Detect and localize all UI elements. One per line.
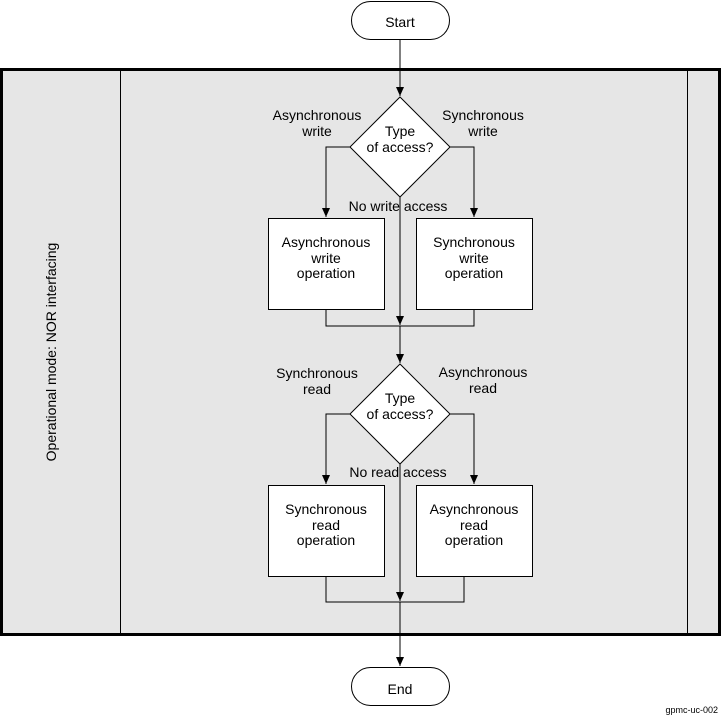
bypass-label-no-read: No read access [349,464,446,480]
process-async-write [268,218,385,310]
process-sync-write-line-3: operation [445,265,503,281]
decision-2-line-1: Type [385,390,416,406]
edge-to-sync-read [322,413,350,484]
start-node [351,1,450,40]
process-async-write-line-1: Asynchronous [282,234,371,250]
decision-1-line-1: Type [385,123,416,139]
process-sync-write [416,218,533,310]
process-async-read-line-2: read [460,517,488,533]
edge-to-async-write [322,146,350,217]
lane-label: Operational mode: NOR interfacing [43,243,59,462]
process-sync-read-line-2: read [312,517,340,533]
process-async-read-line-3: operation [445,532,503,548]
branch-label-async-write-1: Asynchronous [273,107,362,123]
branch-label-async-read-1: Asynchronous [439,364,528,380]
process-sync-write-line-2: write [458,250,489,266]
branch-label-async-read-2: read [469,380,497,396]
decision-1-line-2: of access? [367,139,434,155]
edge-merge-read [325,577,465,603]
start-label: Start [385,14,415,30]
end-node [351,667,450,706]
process-async-write-line-3: operation [297,265,355,281]
branch-label-async-write-2: write [301,123,332,139]
branch-label-sync-write-1: Synchronous [442,107,524,123]
branch-label-sync-read-1: Synchronous [276,365,358,381]
end-label: End [388,681,413,697]
process-sync-read-line-1: Synchronous [285,501,367,517]
process-async-read [416,485,533,577]
process-sync-read [268,485,385,577]
bypass-label-no-write: No write access [349,198,448,214]
branch-label-sync-read-2: read [303,381,331,397]
figure-id: gpmc-uc-002 [665,705,718,715]
edge-to-async-read [450,413,478,484]
edge-to-sync-write [450,146,478,217]
process-async-read-line-1: Asynchronous [430,501,519,517]
process-async-write-line-2: write [310,250,341,266]
process-sync-write-line-1: Synchronous [433,234,515,250]
process-sync-read-line-3: operation [297,532,355,548]
branch-label-sync-write-2: write [467,123,498,139]
decision-2-line-2: of access? [367,406,434,422]
